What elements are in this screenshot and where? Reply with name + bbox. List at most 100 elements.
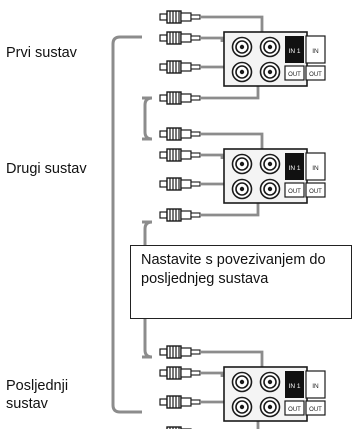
plug-boot bbox=[159, 151, 168, 159]
out-plug-2 bbox=[159, 91, 201, 105]
jack-pin bbox=[267, 379, 273, 385]
in-label: IN bbox=[312, 48, 319, 55]
in1-label: IN 1 bbox=[289, 165, 301, 172]
out-box-2 bbox=[305, 182, 326, 198]
in-label: IN bbox=[312, 165, 319, 172]
jack-out-l bbox=[231, 178, 253, 200]
jack-inner bbox=[235, 182, 249, 196]
plug-boot bbox=[159, 94, 168, 102]
plug-tip bbox=[190, 131, 201, 137]
chain-cable-mid-1 bbox=[142, 96, 153, 141]
plug-boot bbox=[159, 63, 168, 71]
plug-tip bbox=[190, 64, 201, 70]
plug-collar bbox=[180, 368, 192, 378]
plug-collar bbox=[180, 62, 192, 72]
instruction-note: Nastavite s povezivanjem do posljednjeg … bbox=[130, 245, 352, 319]
top-in-plug bbox=[159, 127, 201, 141]
plug-tip bbox=[190, 370, 201, 376]
jack-pin bbox=[239, 69, 245, 75]
jack-in-l bbox=[231, 36, 253, 58]
jack-in-l bbox=[231, 153, 253, 175]
plug-tip bbox=[190, 35, 201, 41]
in1-highlight bbox=[285, 371, 304, 398]
plug-tip bbox=[190, 152, 201, 158]
top-in-plug-2 bbox=[159, 31, 201, 45]
out-plug bbox=[159, 177, 201, 191]
top-in-plug-2 bbox=[159, 148, 201, 162]
out-plug-2 bbox=[159, 208, 201, 222]
jack-inner bbox=[235, 375, 249, 389]
last-system-label: Posljednji sustav bbox=[6, 378, 69, 412]
jack-in-r bbox=[259, 371, 281, 393]
jack-pin bbox=[239, 404, 245, 410]
plug-collar bbox=[180, 179, 192, 189]
cable-to-jack bbox=[200, 153, 224, 159]
jack-in-l bbox=[231, 371, 253, 393]
jack-out-r bbox=[259, 396, 281, 418]
jack-inner bbox=[235, 400, 249, 414]
plug-boot bbox=[159, 398, 168, 406]
out-box-1 bbox=[284, 65, 305, 81]
plug-boot bbox=[159, 130, 168, 138]
top-in-plug bbox=[159, 345, 201, 359]
out-label-2: OUT bbox=[309, 72, 322, 78]
in-box bbox=[305, 370, 326, 399]
first-system-label: Prvi sustav bbox=[6, 45, 77, 61]
jack-pin bbox=[239, 161, 245, 167]
cable-to-jack bbox=[200, 36, 224, 42]
jack-pin bbox=[267, 186, 273, 192]
out-plug bbox=[159, 395, 201, 409]
in-box bbox=[305, 152, 326, 181]
plug-collar bbox=[180, 150, 192, 160]
jack-pin bbox=[239, 44, 245, 50]
in1-highlight bbox=[285, 36, 304, 63]
jack-pin bbox=[267, 69, 273, 75]
plug-boot bbox=[159, 13, 168, 21]
out-box-2 bbox=[305, 400, 326, 416]
jack-in-r bbox=[259, 36, 281, 58]
second-system-label: Drugi sustav bbox=[6, 161, 87, 177]
chain-cable-left bbox=[111, 35, 142, 414]
out-box-1 bbox=[284, 182, 305, 198]
jack-inner bbox=[263, 400, 277, 414]
in1-highlight bbox=[285, 153, 304, 180]
plug-tip bbox=[190, 181, 201, 187]
jack-inner bbox=[235, 40, 249, 54]
out-label-1: OUT bbox=[288, 189, 301, 195]
plug-boot bbox=[159, 34, 168, 42]
jack-inner bbox=[263, 65, 277, 79]
jack-inner bbox=[235, 157, 249, 171]
cable-to-jack bbox=[200, 371, 224, 377]
plug-boot bbox=[159, 348, 168, 356]
jack-pin bbox=[267, 404, 273, 410]
out-box-1 bbox=[284, 400, 305, 416]
jack-inner bbox=[263, 182, 277, 196]
jack-out-r bbox=[259, 178, 281, 200]
out-label-2: OUT bbox=[309, 189, 322, 195]
jack-inner bbox=[235, 65, 249, 79]
in1-label: IN 1 bbox=[289, 383, 301, 390]
plug-collar bbox=[180, 33, 192, 43]
jack-in-r bbox=[259, 153, 281, 175]
in-label: IN bbox=[312, 383, 319, 390]
jack-pin bbox=[239, 379, 245, 385]
out-label-2: OUT bbox=[309, 407, 322, 413]
plug-boot bbox=[159, 180, 168, 188]
av-unit-2: IN 1 IN OUT OUT bbox=[159, 127, 326, 222]
plug-boot bbox=[159, 211, 168, 219]
jack-out-l bbox=[231, 396, 253, 418]
jack-out-r bbox=[259, 61, 281, 83]
jack-inner bbox=[263, 375, 277, 389]
plug-tip bbox=[190, 212, 201, 218]
jack-out-l bbox=[231, 61, 253, 83]
plug-collar bbox=[180, 129, 192, 139]
plug-tip bbox=[190, 95, 201, 101]
plug-collar bbox=[180, 12, 192, 22]
out-label-1: OUT bbox=[288, 72, 301, 78]
plug-collar bbox=[180, 93, 192, 103]
jack-pin bbox=[267, 44, 273, 50]
jack-pin bbox=[267, 161, 273, 167]
